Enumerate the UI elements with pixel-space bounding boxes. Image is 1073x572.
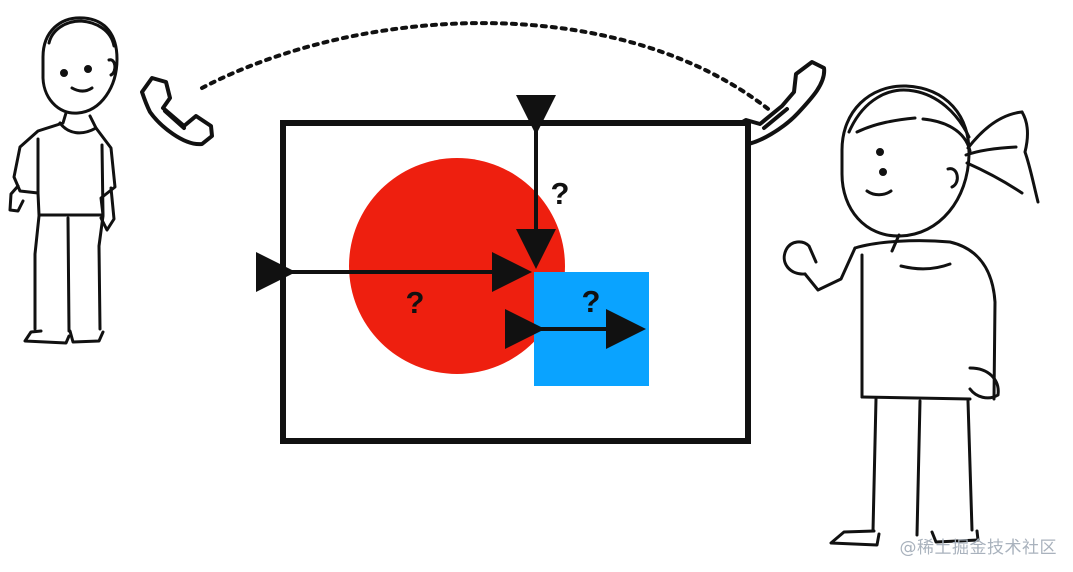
phone-handset-left-icon xyxy=(140,76,214,147)
watermark-text: @稀土掘金技术社区 xyxy=(899,538,1057,558)
square-top-question-label: ? xyxy=(551,176,570,211)
call-connection-dotted-arc xyxy=(200,21,774,114)
circle-offset-question-label: ? xyxy=(406,285,425,320)
person-man-icon xyxy=(8,16,119,345)
phone-handset-right-icon xyxy=(728,60,827,147)
red-circle xyxy=(349,158,565,374)
person-girl-icon xyxy=(782,84,1040,547)
square-width-question-label: ? xyxy=(582,284,601,319)
